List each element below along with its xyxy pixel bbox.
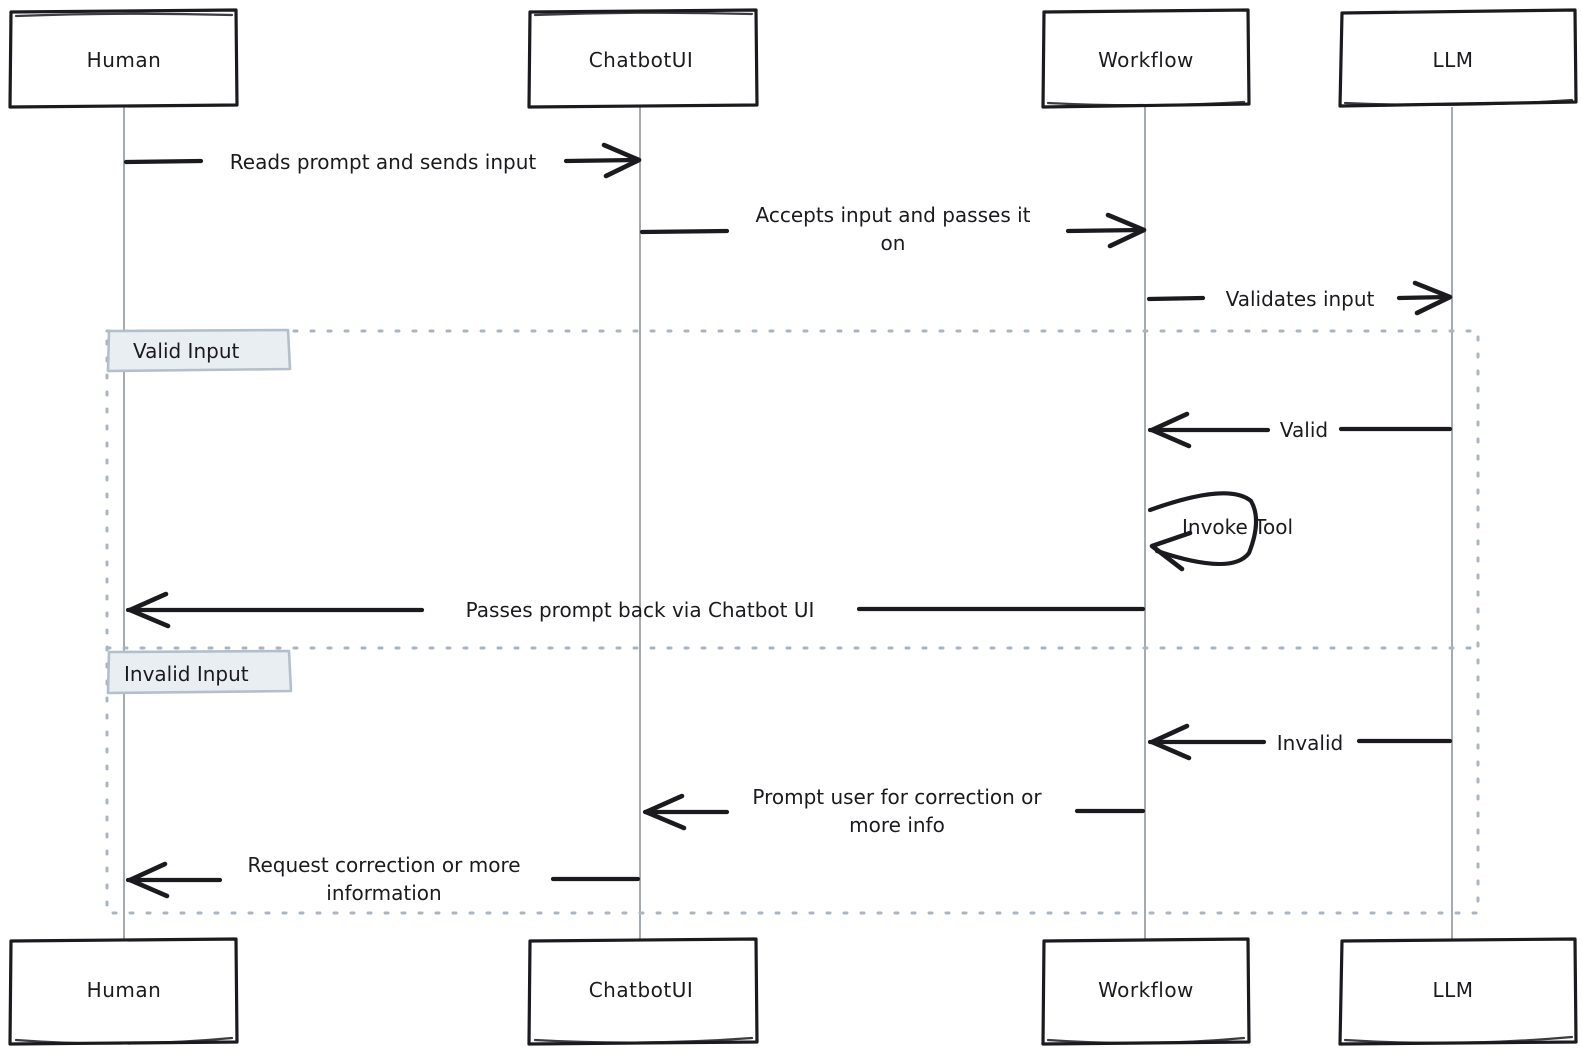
message-label-line2: information [326,881,441,905]
alt-tag-invalid-label: Invalid Input [124,662,249,686]
arrow-head-left [1149,411,1192,449]
message-accepts-input-and-passes-it-on: Accepts input and passes it on [639,203,1147,255]
actor-llm-top[interactable]: LLM [1338,8,1578,108]
actor-human-top-underline [14,12,234,18]
actor-human-bottom[interactable]: Human [8,937,239,1046]
arrow-head-left [127,591,171,629]
actor-llm-top-label: LLM [1432,48,1473,72]
actor-llm-bottom-underline [1343,1035,1574,1044]
message-self-loop-path [1147,491,1259,567]
message-label: Prompt user for correction or [752,785,1042,809]
alt-tag-valid-label: Valid Input [133,339,239,363]
actor-chatbotui-bottom-box[interactable] [527,937,759,1046]
actor-human-top-box[interactable] [8,8,239,109]
actor-llm-bottom-box[interactable] [1338,937,1578,1046]
arrow-head-right [601,142,642,179]
message-validates-input: Validates input [1146,280,1453,316]
actor-human-top[interactable]: Human [8,8,239,109]
actor-chatbotui-top[interactable]: ChatbotUI [527,8,759,109]
message-label: Accepts input and passes it [756,203,1031,227]
lifelines-group [123,107,1453,941]
actor-llm-top-underline [1343,98,1574,107]
actor-chatbotui-top-underline [533,11,754,17]
message-line [1065,227,1144,234]
arrow-head-left [643,793,687,831]
alt-tag-invalid-box [106,649,293,695]
alt-tag-valid-box [106,328,292,373]
actor-chatbotui-top-label: ChatbotUI [589,48,694,72]
message-label-line2: on [881,231,906,255]
actor-chatbotui-bottom[interactable]: ChatbotUI [527,937,759,1046]
message-label-line2: more info [849,813,945,837]
message-invalid: Invalid [1147,723,1453,761]
alt-section-valid: Valid Input [106,328,292,373]
actor-chatbotui-bottom-underline [533,1036,754,1044]
actor-llm-bottom-label: LLM [1432,978,1473,1002]
message-label: Reads prompt and sends input [230,150,537,174]
arrow-head-left [127,861,170,899]
message-label: Request correction or more [247,853,520,877]
actor-boxes-bottom: Human ChatbotUI Workflow LLM [8,937,1578,1046]
message-passes-prompt-back-via-chatbot-ui: Passes prompt back via Chatbot UI [125,591,1146,629]
message-label: Invalid [1277,731,1343,755]
actor-llm-bottom[interactable]: LLM [1338,937,1578,1046]
actor-workflow-top-box[interactable] [1041,8,1251,109]
message-valid: Valid [1147,411,1453,449]
actor-human-bottom-label: Human [87,978,162,1002]
actor-workflow-bottom[interactable]: Workflow [1041,937,1251,1046]
message-line [639,228,730,235]
message-label: Valid [1280,418,1328,442]
actor-workflow-top[interactable]: Workflow [1041,8,1251,109]
alt-block: Valid Input Invalid Input [105,328,1480,915]
actor-workflow-top-underline [1046,100,1246,107]
message-line [1146,295,1206,302]
message-invoke-tool: Invoke Tool [1147,491,1293,572]
actor-chatbotui-top-box[interactable] [527,8,759,109]
actor-workflow-bottom-label: Workflow [1098,978,1194,1002]
message-label: Invoke Tool [1182,515,1293,539]
message-label: Passes prompt back via Chatbot UI [466,598,815,622]
actor-human-bottom-box[interactable] [8,937,239,1046]
message-request-correction: Request correction or more information [125,853,641,905]
alt-section-invalid: Invalid Input [106,649,293,695]
message-reads-prompt-and-sends-input: Reads prompt and sends input [123,142,642,179]
message-line [1396,294,1451,301]
actor-workflow-bottom-underline [1046,1036,1246,1045]
message-prompt-user-for-correction: Prompt user for correction or more info [642,785,1146,837]
actor-workflow-top-label: Workflow [1098,48,1194,72]
arrow-head-right [1105,212,1147,249]
message-label: Validates input [1226,287,1375,311]
actor-human-top-label: Human [87,48,162,72]
arrow-head-right [1412,280,1453,316]
actor-human-bottom-underline [14,1036,234,1045]
actor-chatbotui-bottom-label: ChatbotUI [589,978,694,1002]
actor-boxes-top: Human ChatbotUI Workflow LLM [8,8,1578,109]
arrow-head-left [1149,723,1192,761]
arrow-head-left [1149,530,1193,572]
actor-llm-top-box[interactable] [1338,8,1578,108]
message-line [123,158,204,165]
actor-workflow-bottom-box[interactable] [1041,937,1251,1046]
alt-block-frame [105,329,1480,915]
message-line [563,157,639,164]
